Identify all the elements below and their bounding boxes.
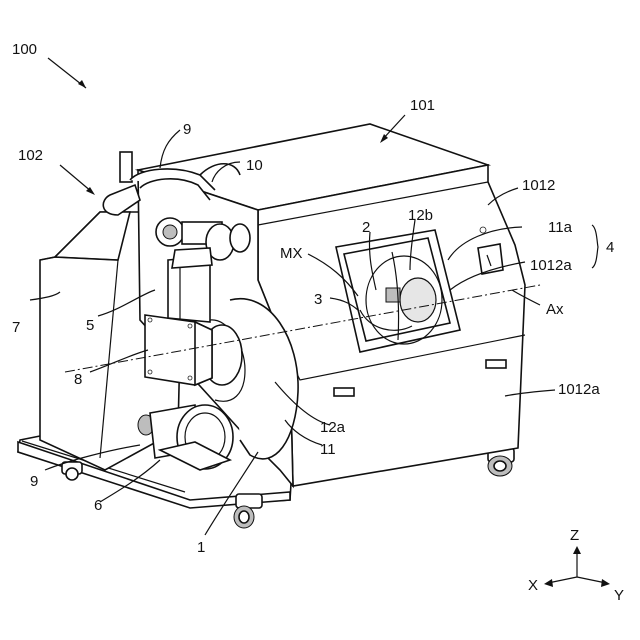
label-102: 102 bbox=[18, 147, 43, 164]
label-3: 3 bbox=[314, 291, 322, 308]
gearbox-8 bbox=[145, 315, 212, 385]
axis-label-x: X bbox=[528, 577, 538, 594]
label-1012a-upper: 1012a bbox=[530, 257, 572, 274]
label-12b: 12b bbox=[408, 207, 433, 224]
label-mx: MX bbox=[280, 245, 303, 262]
label-8: 8 bbox=[74, 371, 82, 388]
label-2: 2 bbox=[362, 219, 370, 236]
axis-label-y: Y bbox=[614, 587, 624, 604]
label-101: 101 bbox=[410, 97, 435, 114]
label-1012a-lower: 1012a bbox=[558, 381, 600, 398]
label-7: 7 bbox=[12, 319, 20, 336]
label-1: 1 bbox=[197, 539, 205, 556]
label-11: 11 bbox=[320, 441, 336, 458]
label-1012: 1012 bbox=[522, 177, 555, 194]
axis-label-z: Z bbox=[570, 527, 579, 544]
label-100: 100 bbox=[12, 41, 37, 58]
label-4: 4 bbox=[606, 239, 614, 256]
label-ax: Ax bbox=[546, 301, 564, 318]
label-9-top: 9 bbox=[183, 121, 191, 138]
coordinate-axes bbox=[544, 546, 610, 587]
label-10: 10 bbox=[246, 157, 263, 174]
label-11a: 11a bbox=[548, 219, 573, 236]
label-9-bottom: 9 bbox=[30, 473, 38, 490]
label-12a: 12a bbox=[320, 419, 346, 436]
label-5: 5 bbox=[86, 317, 94, 334]
label-6: 6 bbox=[94, 497, 102, 514]
